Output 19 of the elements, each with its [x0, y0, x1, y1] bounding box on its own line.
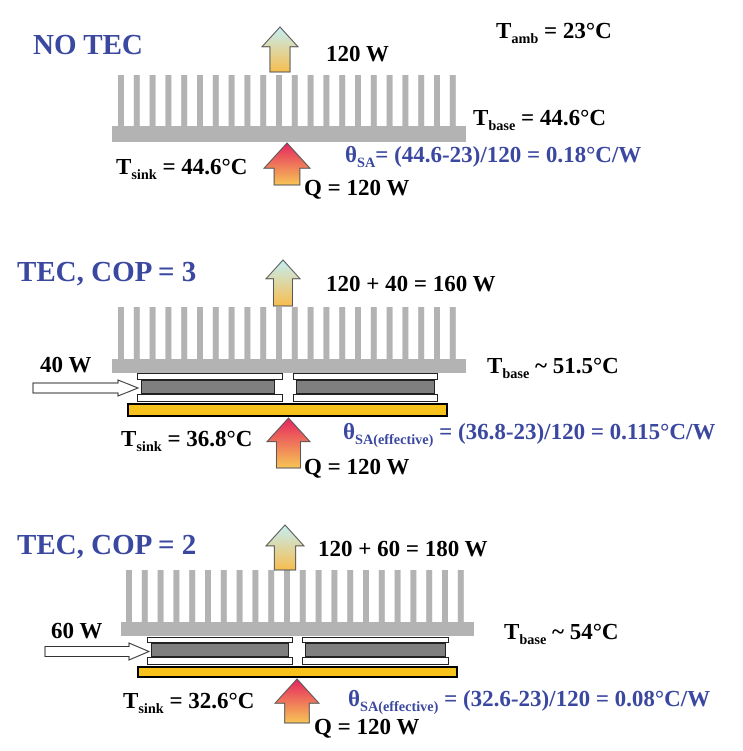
- temperature-label: T$_{base}$ ~ 51.5°C: [487, 354, 619, 377]
- power-input-value: 60 W: [51, 618, 102, 642]
- temperature-label: T$_{sink}$ = 36.8°C: [121, 426, 252, 450]
- power-input-value: 40 W: [40, 352, 92, 376]
- heat-load-label: Q = 120 W: [304, 454, 410, 478]
- thermal-resistance-formula: θ$_{SA}$= (44.6-23)/120 = 0.18°C/W: [345, 142, 642, 166]
- temperature-label: T$_{sink}$ = 32.6°C: [123, 688, 254, 712]
- temperature-label: T$_{base}$ ~ 54°C: [504, 620, 619, 643]
- temperature-label: T$_{base}$ = 44.6°C: [473, 106, 606, 129]
- temperature-label: T$_{amb}$ = 23°C: [496, 18, 612, 42]
- heat-load-label: Q = 120 W: [314, 714, 420, 738]
- section-heading: TEC, COP = 2: [17, 530, 196, 560]
- heat-load-label: Q = 120 W: [304, 176, 410, 199]
- temperature-label: T$_{sink}$ = 44.6°C: [116, 154, 248, 178]
- heat-flow-value: 120 W: [326, 42, 389, 65]
- section-heading: NO TEC: [33, 30, 143, 60]
- section-heading: TEC, COP = 3: [17, 258, 196, 287]
- heat-flow-value: 120 + 60 = 180 W: [318, 536, 488, 560]
- heat-flow-value: 120 + 40 = 160 W: [326, 272, 496, 295]
